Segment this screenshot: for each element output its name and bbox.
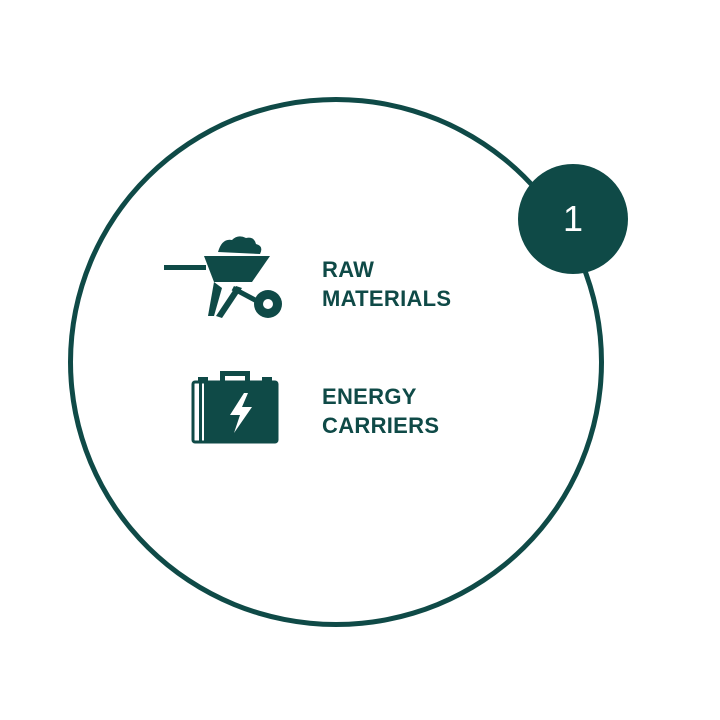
wheelbarrow-icon — [164, 236, 282, 318]
label-energy-carriers-line2: CARRIERS — [322, 413, 440, 438]
label-raw-materials-line1: RAW — [322, 257, 375, 282]
main-circle — [68, 97, 604, 627]
badge-number: 1 — [562, 198, 584, 239]
label-raw-materials-line2: MATERIALS — [322, 286, 452, 311]
number-badge: 1 — [518, 164, 628, 274]
label-raw-materials: RAW MATERIALS — [322, 255, 451, 313]
label-energy-carriers: ENERGY CARRIERS — [322, 382, 439, 440]
battery-icon — [191, 371, 279, 444]
label-energy-carriers-line1: ENERGY — [322, 384, 417, 409]
